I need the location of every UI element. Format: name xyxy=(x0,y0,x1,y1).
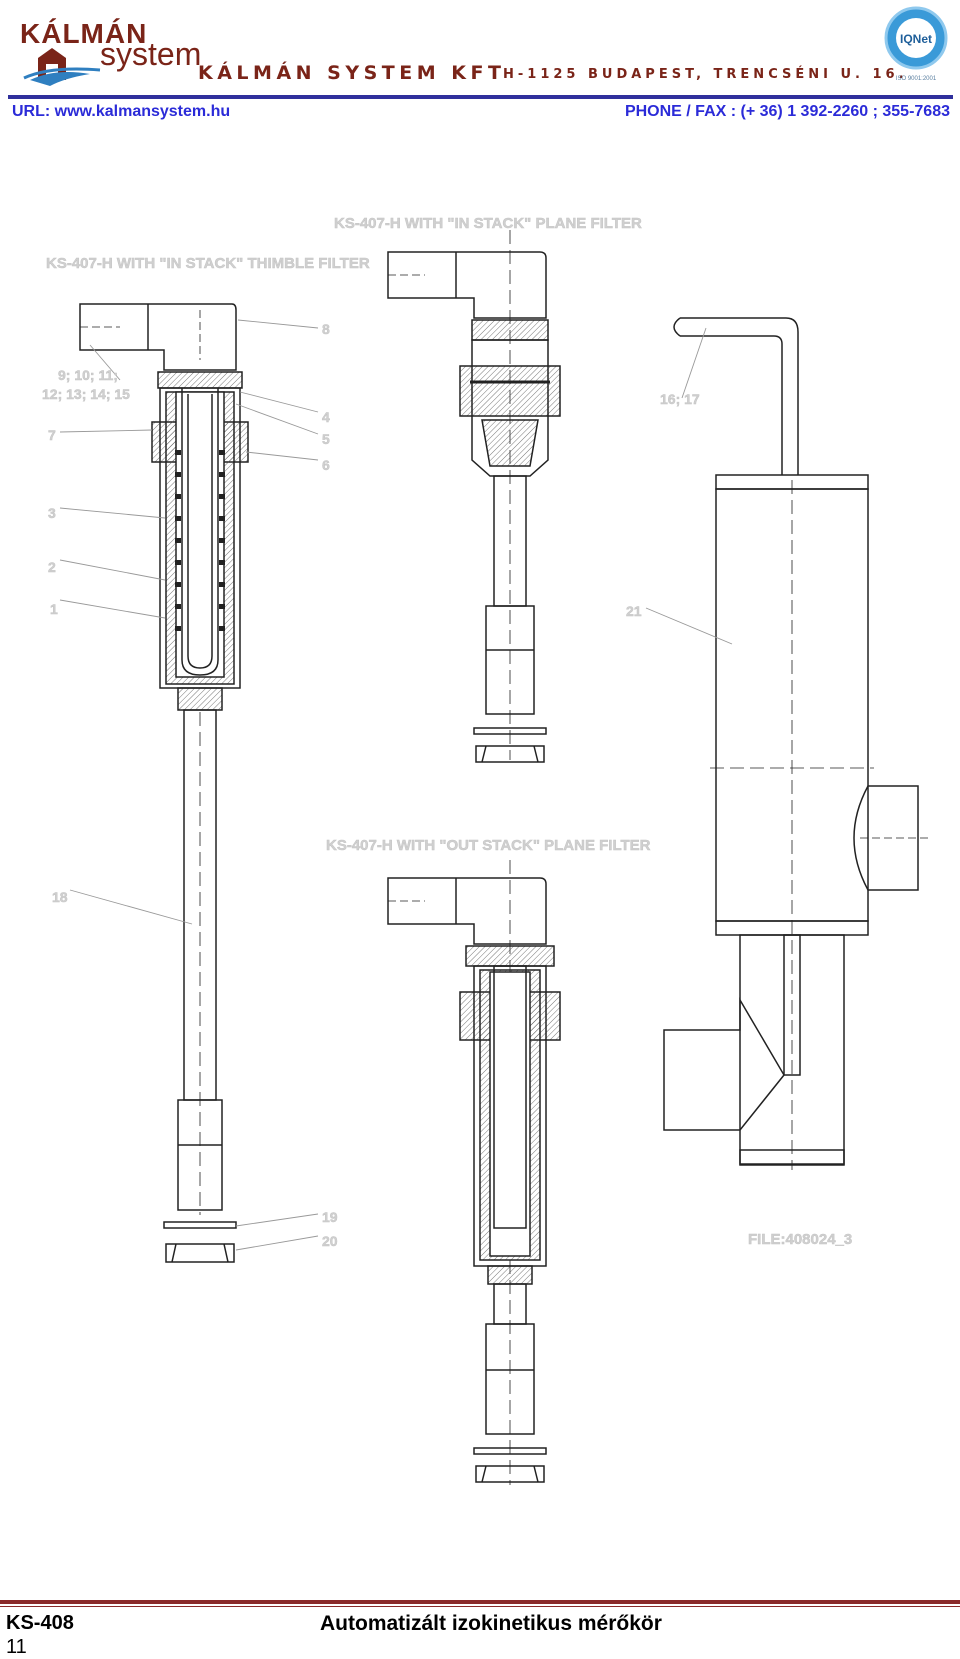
logo-house-icon xyxy=(23,48,101,86)
callout-18: 18 xyxy=(52,889,68,905)
company-address: H-1125 BUDAPEST, TRENCSÉNI U. 16. xyxy=(503,67,908,82)
title-in-stack-plane: KS-407-H WITH "IN STACK" PLANE FILTER xyxy=(334,215,642,232)
footer-divider xyxy=(0,1600,960,1604)
callout-16-17: 16; 17 xyxy=(660,391,700,407)
header-divider xyxy=(8,95,953,99)
callout-leaders xyxy=(59,319,733,1251)
callout-7: 7 xyxy=(48,427,56,443)
technical-drawing: KS-407-H WITH "IN STACK" PLANE FILTER KS… xyxy=(42,215,930,1485)
callout-12-15: 12; 13; 14; 15 xyxy=(42,386,130,402)
logo-wordmark-bottom: system xyxy=(100,36,202,72)
iqnet-certification-badge: IQNet ISO 9001:2001 xyxy=(882,4,950,84)
title-in-stack-thimble: KS-407-H WITH "IN STACK" THIMBLE FILTER xyxy=(46,255,370,272)
callout-3: 3 xyxy=(48,505,56,521)
callout-6: 6 xyxy=(322,457,330,473)
thimble-filter-probe xyxy=(79,303,249,1263)
footer-divider-thin xyxy=(0,1606,960,1607)
plane-filter-probe-in-stack xyxy=(387,230,561,763)
callout-4: 4 xyxy=(322,409,330,425)
logo-wordmark-top: KÁLMÁN xyxy=(20,18,148,49)
callout-9-11: 9; 10; 11; xyxy=(58,367,118,383)
badge-name: IQNet xyxy=(900,32,932,46)
plane-filter-probe-out-stack xyxy=(387,860,561,1485)
callout-20: 20 xyxy=(322,1233,338,1249)
document-code: KS-408 xyxy=(6,1612,74,1634)
company-logo: KÁLMÁN system xyxy=(10,8,201,86)
page-header: KÁLMÁN system KÁLMÁN SYSTEM KFT H-1125 B… xyxy=(0,0,960,130)
callout-21: 21 xyxy=(626,603,642,619)
callout-19: 19 xyxy=(322,1209,338,1225)
document-title: Automatizált izokinetikus mérőkör xyxy=(320,1612,662,1635)
out-stack-filter-housing xyxy=(663,317,930,1170)
phone-fax: PHONE / FAX : (+ 36) 1 392-2260 ; 355-76… xyxy=(624,103,950,120)
page-number: 11 xyxy=(6,1636,27,1658)
callout-1: 1 xyxy=(50,601,58,617)
callout-8: 8 xyxy=(322,321,330,337)
company-name: KÁLMÁN SYSTEM KFT xyxy=(198,62,506,84)
file-reference: FILE:408024_3 xyxy=(748,1231,852,1248)
callout-2: 2 xyxy=(48,559,56,575)
title-out-stack-plane: KS-407-H WITH "OUT STACK" PLANE FILTER xyxy=(326,837,651,854)
callout-5: 5 xyxy=(322,431,330,447)
badge-iso: ISO 9001:2001 xyxy=(896,76,937,82)
website-url[interactable]: URL: www.kalmansystem.hu xyxy=(12,103,231,120)
